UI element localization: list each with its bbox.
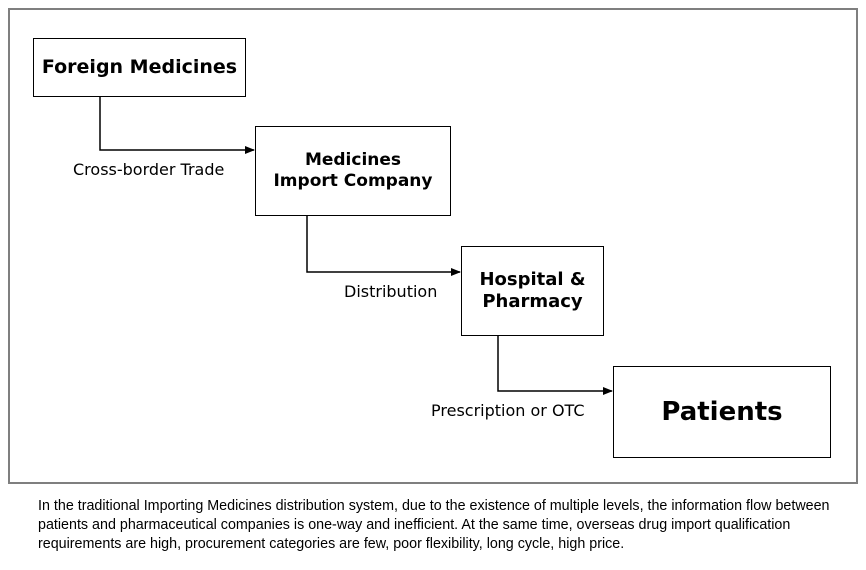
node-medicines-import-company: Medicines Import Company: [255, 126, 451, 216]
node-foreign-medicines: Foreign Medicines: [33, 38, 246, 97]
node-label: Patients: [661, 396, 783, 427]
connector-import-to-hospital: [306, 216, 461, 276]
edge-label-distribution: Distribution: [344, 282, 438, 301]
node-patients: Patients: [613, 366, 831, 458]
diagram-frame: [8, 8, 858, 484]
node-label: Hospital & Pharmacy: [479, 268, 586, 313]
figure-caption: In the traditional Importing Medicines d…: [38, 498, 830, 552]
edge-label-prescription-or-otc: Prescription or OTC: [431, 401, 585, 420]
edge-label-cross-border-trade: Cross-border Trade: [73, 160, 225, 179]
node-label: Foreign Medicines: [41, 55, 238, 78]
node-label: Medicines Import Company: [273, 149, 433, 191]
node-hospital-pharmacy: Hospital & Pharmacy: [461, 246, 604, 336]
connector-hospital-to-patients: [497, 336, 613, 395]
connector-foreign-to-import: [99, 97, 255, 154]
